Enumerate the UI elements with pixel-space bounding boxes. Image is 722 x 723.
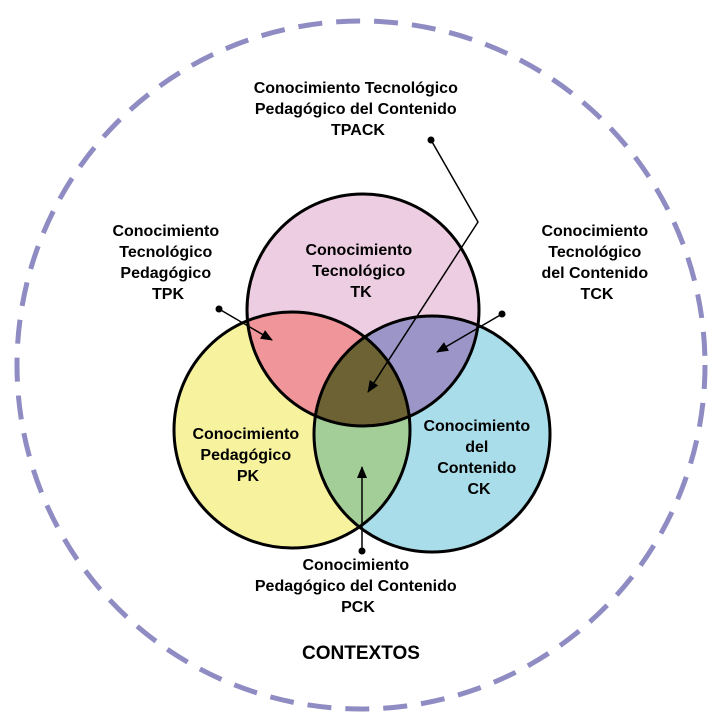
tpack-region bbox=[314, 316, 410, 426]
tpk-pointer bbox=[215, 305, 273, 341]
pck-label: Conocimiento Pedagógico del Contenido PC… bbox=[255, 557, 461, 616]
pk-outline bbox=[172, 310, 412, 550]
tk-label: Conocimiento Tecnológico TK bbox=[305, 242, 416, 301]
tk-outline bbox=[245, 192, 481, 428]
tpack-pointer bbox=[367, 136, 479, 393]
tck-label: Conocimiento Tecnológico del Contenido T… bbox=[541, 223, 652, 303]
contexts-ring bbox=[14, 18, 708, 712]
tpack-label: Conocimiento Tecnológico Pedagógico del … bbox=[254, 80, 463, 139]
tck-pointer bbox=[436, 310, 506, 353]
pck-pointer bbox=[357, 466, 367, 555]
ck-label: Conocimiento del Contenido CK bbox=[423, 418, 534, 498]
contexts-label: CONTEXTOS bbox=[302, 643, 420, 664]
tpk-label: Conocimiento Tecnológico Pedagógico TPK bbox=[112, 223, 223, 303]
ck-outline bbox=[312, 314, 552, 554]
pk-label: Conocimiento Pedagógico PK bbox=[192, 426, 303, 485]
